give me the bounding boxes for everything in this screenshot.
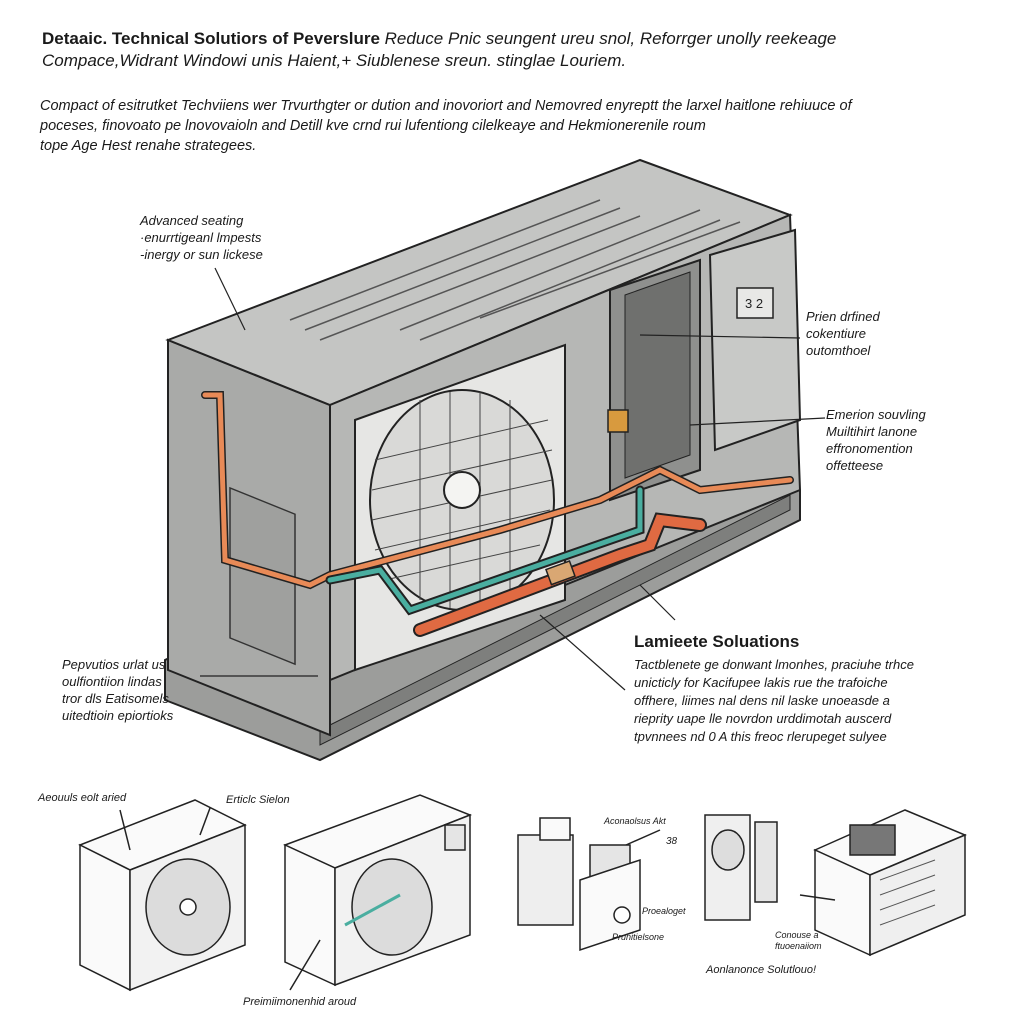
section-title: Lamieete Soluations — [634, 632, 800, 651]
display-screen — [736, 287, 774, 319]
small-unit-3 — [517, 814, 778, 952]
control-panel — [708, 228, 802, 452]
pipe-coupling — [545, 560, 576, 586]
top-vents — [289, 199, 741, 341]
copper-pipe — [202, 392, 793, 588]
callout-bottom-left: Pepvutios urlat us oulfiontiion lindas t… — [62, 657, 174, 723]
fan-hub — [443, 471, 481, 509]
intro-line-2: poceses, finovoato pe lnovovaioln and De… — [40, 118, 706, 134]
header: Detaaic. Technical Solutiors of Peverslu… — [42, 28, 1002, 72]
header-title: Detaaic. Technical Solutiors of Peverslu… — [42, 29, 380, 48]
unit4-bottom-label: Aonlanonce Solutlouo! — [706, 964, 817, 976]
unit3-left-label: Proealoget — [642, 906, 686, 916]
teal-pipe — [327, 487, 643, 613]
header-subtitle: Compace,Widrant Windowi unis Haient,+ Si… — [42, 51, 627, 70]
small-unit-2 — [283, 794, 473, 991]
compartment-interior — [624, 271, 691, 479]
unit4-right-label: Conouse a ftuoenaiiom — [775, 930, 822, 951]
intro-line-1: Compact of esitrutket Techviiens wer Trv… — [40, 98, 852, 114]
unit2-label: Erticlc Sielon — [226, 794, 290, 806]
unit3-bottom-label: Prunitielsone — [612, 932, 665, 942]
display-readout: 3 2 — [745, 296, 763, 311]
unit1-label: Aeouuls eolt aried — [38, 792, 127, 804]
valve-block — [607, 409, 629, 433]
section-body: Tactblenete ge donwant lmonhes, praciuhe… — [634, 657, 914, 744]
callout-mid-right: Emerion souvling Muiltihirt lanone effro… — [826, 407, 926, 473]
callout-top-left: Advanced seating ·enurrtigeanl lmpests -… — [140, 213, 263, 262]
unit2-bottom-label: Preimiimonenhid aroud — [243, 996, 357, 1008]
intro-paragraph: Compact of esitrutket Techviiens wer Trv… — [40, 96, 980, 156]
unit3-top-label: Aconaolsus Akt — [604, 816, 666, 826]
unit3-number: 38 — [666, 836, 678, 847]
intro-line-3: tope Age Hest renahe strategees. — [40, 138, 257, 154]
small-unit-4 — [799, 809, 967, 957]
callout-top-right: Prien drfined cokentiure outomthoel — [806, 309, 880, 358]
leader-lines — [200, 267, 826, 691]
header-title-rest: Reduce Pnic seungent ureu snol, Reforrge… — [384, 29, 837, 48]
base-rail — [319, 494, 791, 746]
small-unit-1 — [78, 799, 247, 992]
